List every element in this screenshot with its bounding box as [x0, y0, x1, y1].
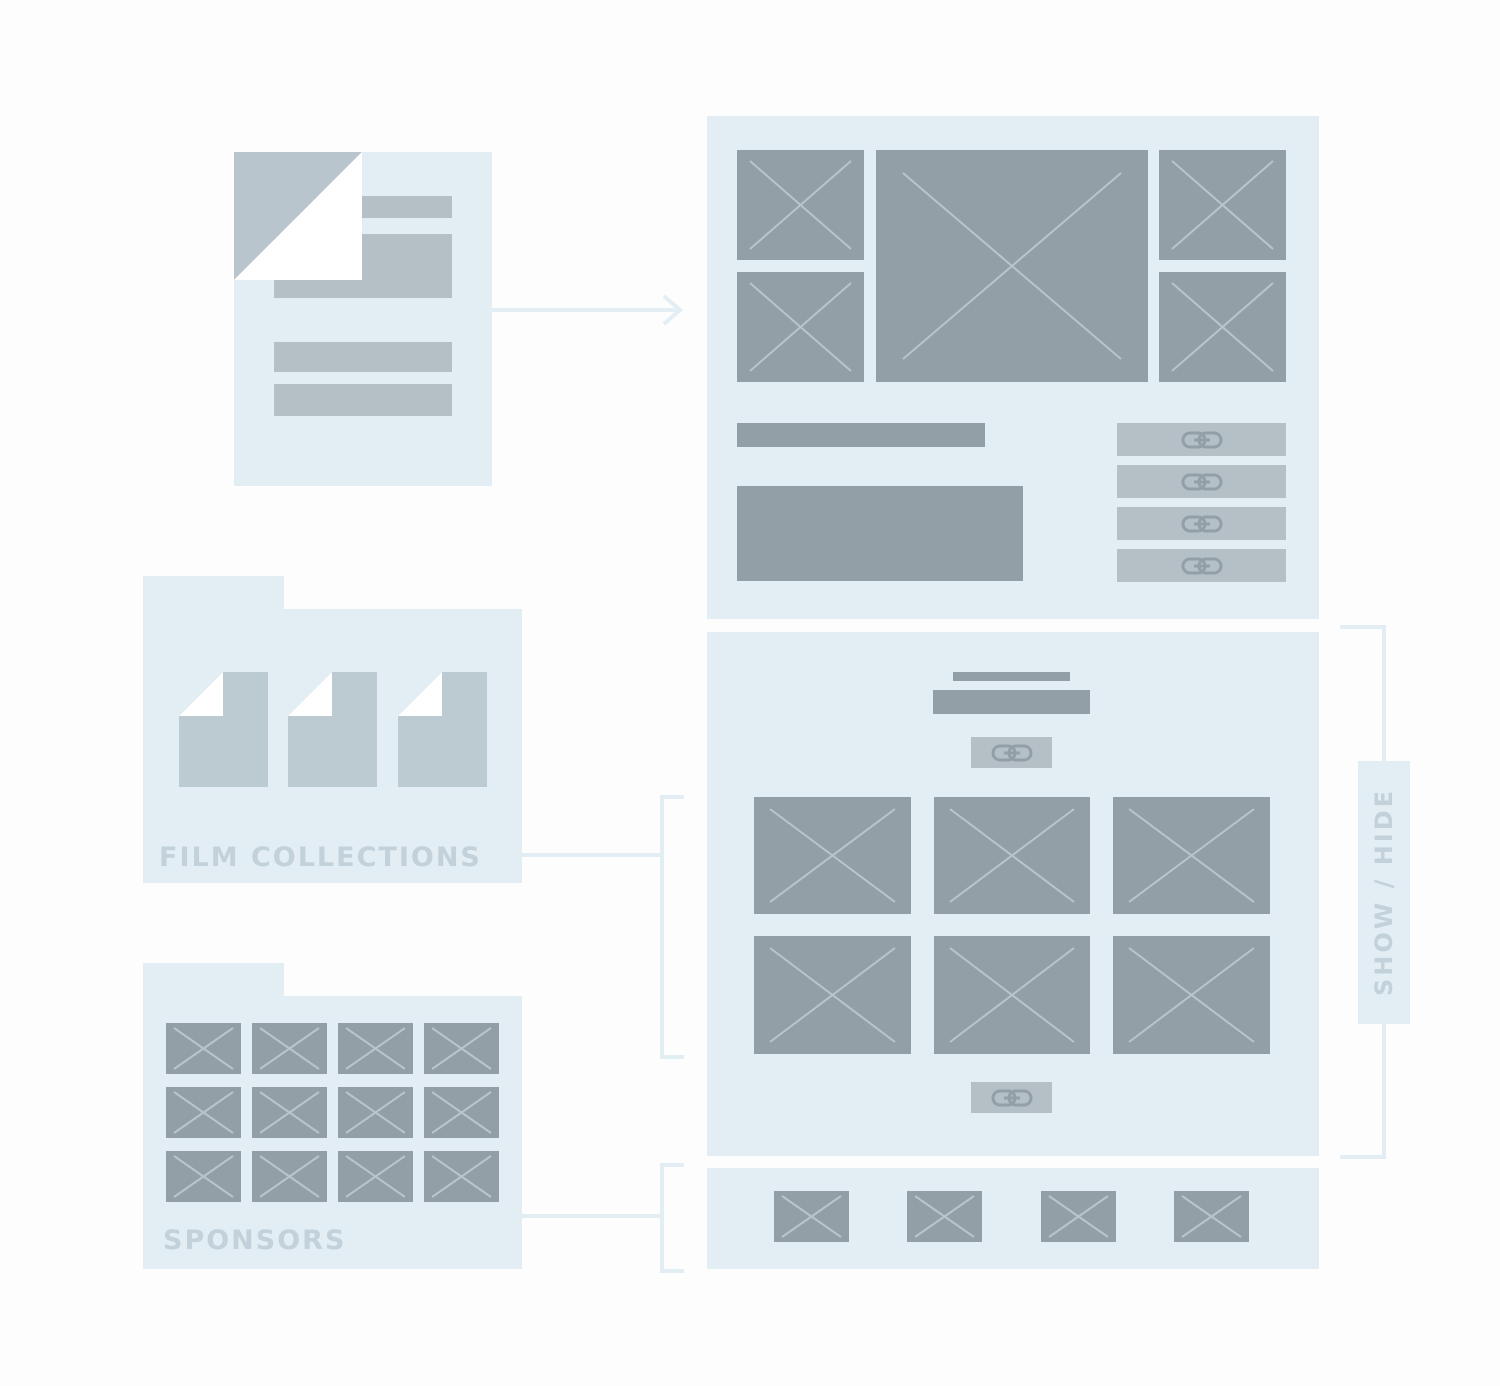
hero-image-placeholder-icon: [876, 150, 1148, 382]
x-mark-icon: [431, 1091, 492, 1134]
text-block: [737, 486, 1023, 581]
section-eyebrow-bar: [953, 672, 1070, 681]
image-placeholder-icon: [737, 150, 864, 260]
sponsors-folder: SPONSORS: [143, 963, 522, 1269]
collection-image-placeholder-icon: [754, 936, 911, 1054]
title-bar: [737, 423, 985, 447]
link-icon: [1181, 431, 1222, 448]
sponsors-strip: [707, 1168, 1319, 1269]
x-mark-icon: [1171, 160, 1274, 250]
sponsor-logo-placeholder-icon: [1174, 1191, 1249, 1242]
x-mark-icon: [769, 947, 896, 1043]
film-document-icon: [398, 672, 487, 787]
sponsor-logo-placeholder-icon: [424, 1023, 499, 1074]
document-line: [274, 384, 452, 416]
hero-panel: [707, 116, 1319, 619]
section-title-bar: [933, 690, 1090, 714]
link-button[interactable]: [971, 737, 1052, 768]
link-icon: [1181, 515, 1222, 532]
film-document-icon: [288, 672, 377, 787]
x-mark-icon: [1128, 947, 1255, 1043]
x-mark-icon: [769, 808, 896, 903]
sponsor-logo-placeholder-icon: [338, 1023, 413, 1074]
film-document-icon: [179, 672, 268, 787]
sponsor-logo-placeholder-icon: [774, 1191, 849, 1242]
x-mark-icon: [949, 947, 1075, 1043]
sponsors-bracket: [660, 1163, 684, 1273]
collection-image-placeholder-icon: [1113, 797, 1270, 914]
x-mark-icon: [949, 808, 1075, 903]
show-hide-toggle[interactable]: SHOW / HIDE: [1358, 761, 1410, 1024]
x-mark-icon: [1048, 1195, 1109, 1238]
image-placeholder-icon: [1159, 272, 1286, 382]
sponsor-logo-placeholder-icon: [338, 1151, 413, 1202]
x-mark-icon: [749, 282, 852, 372]
collections-panel: [707, 632, 1319, 1156]
collection-image-placeholder-icon: [1113, 936, 1270, 1054]
sponsor-logo-placeholder-icon: [166, 1023, 241, 1074]
x-mark-icon: [902, 172, 1122, 360]
link-icon: [991, 1089, 1032, 1106]
image-placeholder-icon: [737, 272, 864, 382]
x-mark-icon: [1171, 282, 1274, 372]
x-mark-icon: [259, 1091, 320, 1134]
link-icon: [1181, 557, 1222, 574]
sponsor-logo-placeholder-icon: [166, 1151, 241, 1202]
link-icon: [1181, 473, 1222, 490]
link-button[interactable]: [1117, 549, 1286, 582]
show-hide-label: SHOW / HIDE: [1370, 787, 1398, 997]
sponsor-logo-placeholder-icon: [424, 1151, 499, 1202]
x-mark-icon: [431, 1155, 492, 1198]
x-mark-icon: [259, 1027, 320, 1070]
link-button[interactable]: [1117, 423, 1286, 456]
sponsor-logo-placeholder-icon: [166, 1087, 241, 1138]
collection-image-placeholder-icon: [934, 797, 1090, 914]
film-collections-label: FILM COLLECTIONS: [159, 842, 482, 873]
sponsors-label: SPONSORS: [163, 1225, 347, 1256]
document-line: [274, 342, 452, 372]
collection-image-placeholder-icon: [934, 936, 1090, 1054]
x-mark-icon: [1128, 808, 1255, 903]
sponsor-logo-placeholder-icon: [907, 1191, 982, 1242]
sponsor-logo-placeholder-icon: [252, 1151, 327, 1202]
x-mark-icon: [173, 1155, 234, 1198]
x-mark-icon: [914, 1195, 975, 1238]
film-collections-folder: FILM COLLECTIONS: [143, 576, 522, 883]
document-arrow-head: [662, 294, 684, 326]
x-mark-icon: [345, 1155, 406, 1198]
x-mark-icon: [431, 1027, 492, 1070]
x-mark-icon: [749, 160, 852, 250]
sponsor-logo-placeholder-icon: [252, 1023, 327, 1074]
link-button[interactable]: [971, 1082, 1052, 1113]
sponsor-logo-placeholder-icon: [338, 1087, 413, 1138]
link-button[interactable]: [1117, 507, 1286, 540]
image-placeholder-icon: [1159, 150, 1286, 260]
page-fold-icon: [234, 152, 362, 280]
sponsor-logo-placeholder-icon: [424, 1087, 499, 1138]
x-mark-icon: [173, 1091, 234, 1134]
link-icon: [991, 744, 1032, 761]
sponsor-logo-placeholder-icon: [1041, 1191, 1116, 1242]
x-mark-icon: [173, 1027, 234, 1070]
link-button[interactable]: [1117, 465, 1286, 498]
document-icon: [234, 152, 492, 486]
sponsor-logo-placeholder-icon: [252, 1087, 327, 1138]
x-mark-icon: [345, 1027, 406, 1070]
collection-image-placeholder-icon: [754, 797, 911, 914]
x-mark-icon: [345, 1091, 406, 1134]
x-mark-icon: [781, 1195, 842, 1238]
x-mark-icon: [259, 1155, 320, 1198]
x-mark-icon: [1181, 1195, 1242, 1238]
film-collections-bracket: [660, 795, 684, 1059]
